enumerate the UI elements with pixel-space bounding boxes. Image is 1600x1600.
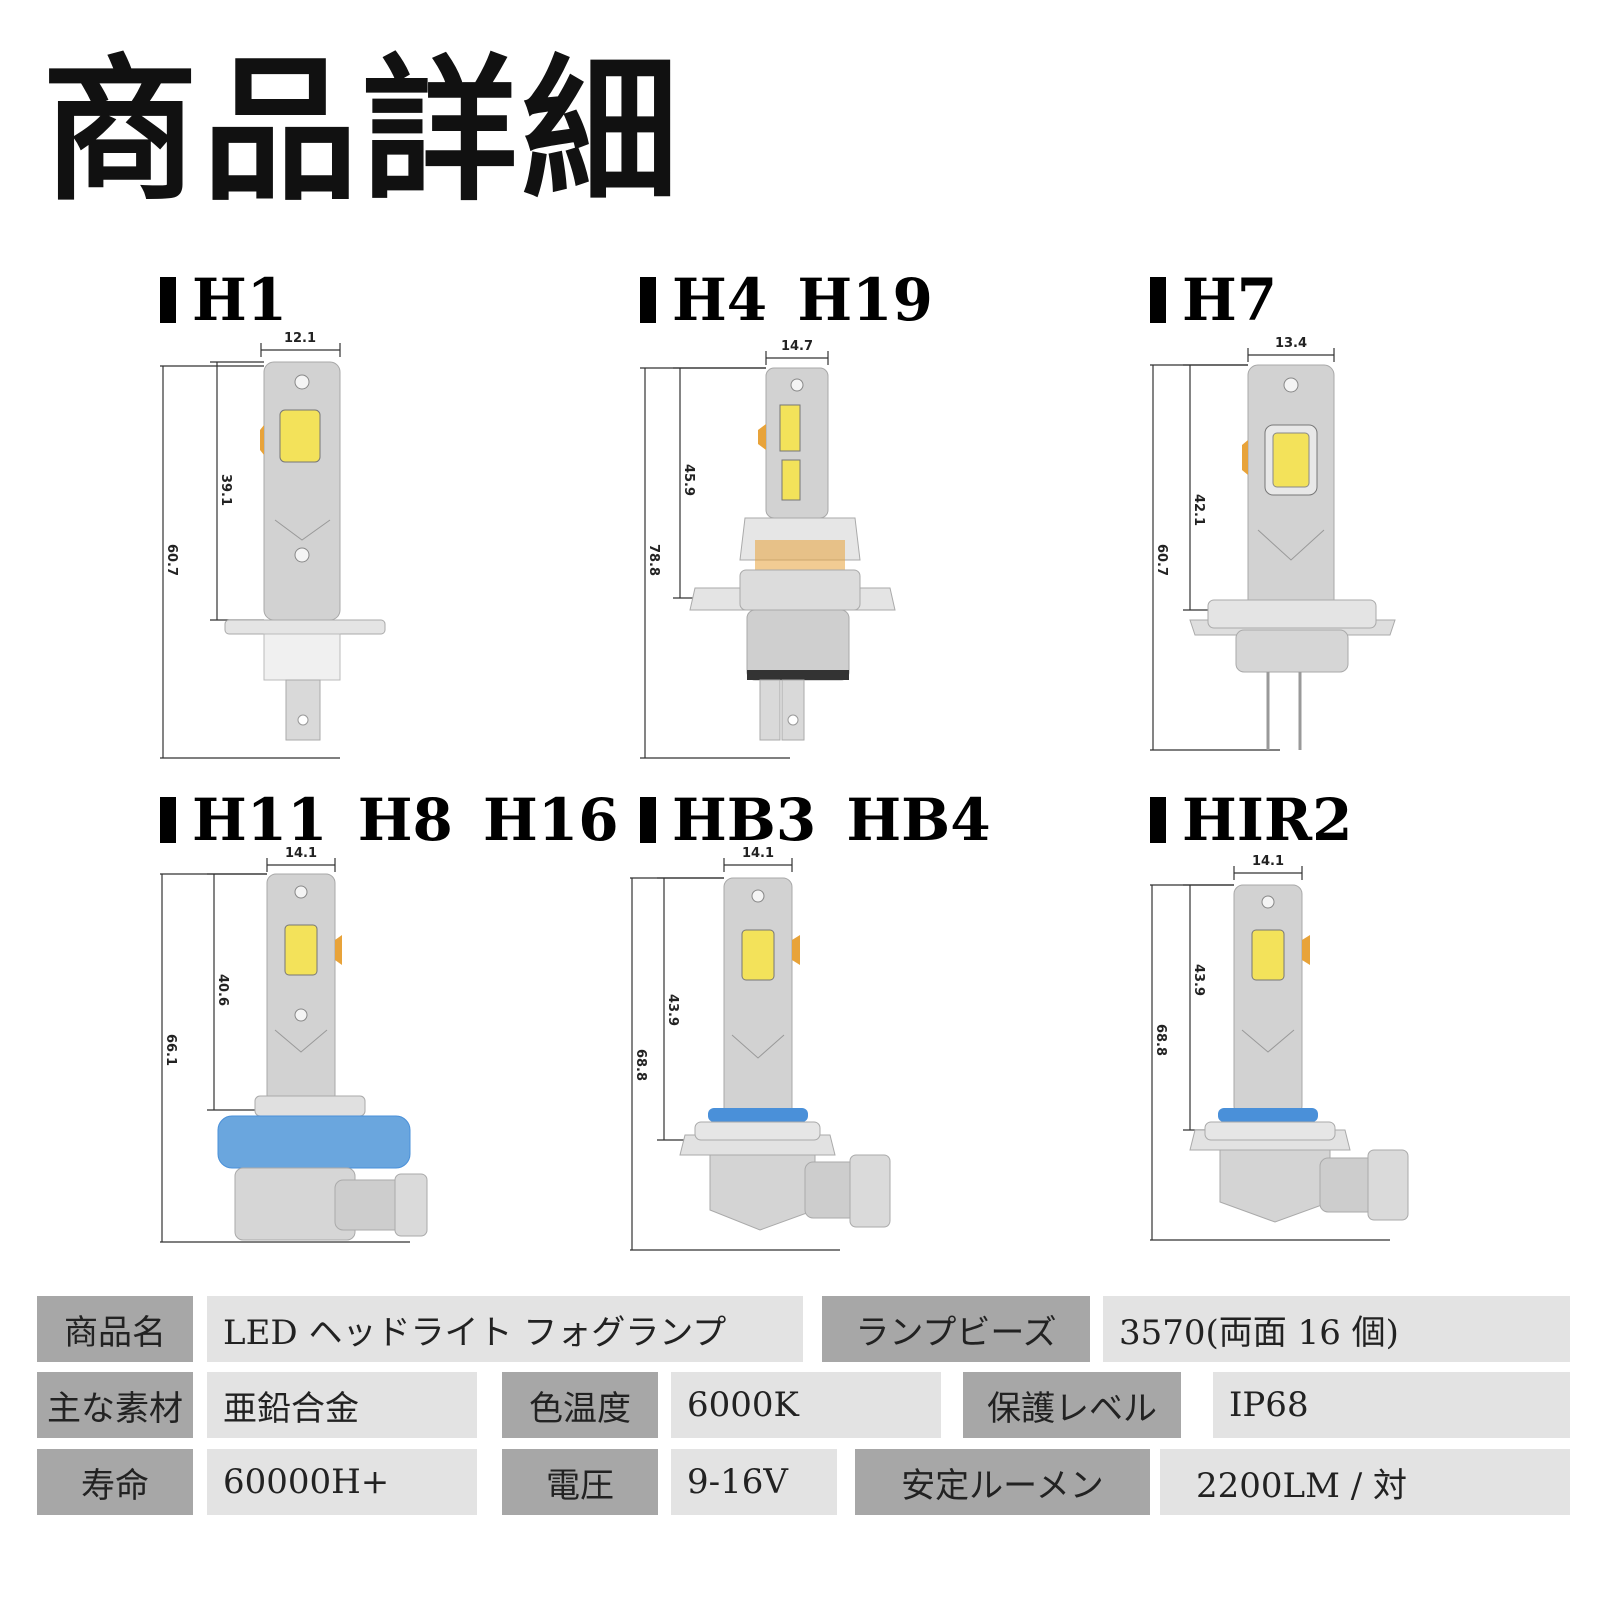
heading-bar xyxy=(640,277,656,323)
variant-name: H1 xyxy=(192,266,288,334)
inner-length-dimension: 42.1 xyxy=(1191,494,1206,526)
inner-length-dimension: 40.6 xyxy=(215,974,230,1006)
spec-value-material: 亜鉛合金 xyxy=(207,1372,477,1438)
spec-label-color-temp: 色温度 xyxy=(502,1372,658,1438)
bulb-image xyxy=(689,367,896,741)
width-dimension: 14.1 xyxy=(1252,854,1284,869)
bulb-diagram: 14.1 40.6 66.1 xyxy=(160,846,428,1243)
variant-h4-h19: H4 H19 14.7 45.9 78.8 xyxy=(640,266,980,770)
inner-length-dimension: 45.9 xyxy=(681,464,696,496)
bulb-diagram: 12.1 39.1 60.7 xyxy=(160,331,386,759)
variant-h1: H1 12.1 39.1 60.7 xyxy=(160,266,490,770)
variant-name: H11 H8 H16 xyxy=(192,786,619,854)
bulb-image xyxy=(217,873,428,1241)
bulb-diagram: 13.4 42.1 60.7 xyxy=(1150,336,1396,751)
spec-label-lumen: 安定ルーメン xyxy=(855,1449,1150,1515)
variant-heading: H4 H19 xyxy=(640,266,933,334)
bulb-diagram: 14.7 45.9 78.8 xyxy=(640,339,896,759)
spec-value-voltage: 9-16V xyxy=(671,1449,837,1515)
total-length-dimension: 68.8 xyxy=(1153,1024,1168,1056)
spec-label-lifespan: 寿命 xyxy=(37,1449,193,1515)
bulb-diagram: 14.1 43.9 68.8 xyxy=(630,846,891,1251)
total-length-dimension: 60.7 xyxy=(1154,544,1169,576)
heading-bar xyxy=(1150,797,1166,843)
page-title: 商品詳細 xyxy=(42,40,682,222)
bulb-image xyxy=(224,361,386,741)
variant-name: H4 H19 xyxy=(672,266,933,334)
spec-value-lumen: 2200LM / 対 xyxy=(1160,1449,1570,1515)
spec-value-lifespan: 60000H+ xyxy=(207,1449,477,1515)
inner-length-dimension: 39.1 xyxy=(218,474,233,506)
spec-label-material: 主な素材 xyxy=(37,1372,193,1438)
variant-heading: HB3 HB4 xyxy=(640,786,991,854)
width-dimension: 12.1 xyxy=(284,331,316,346)
variant-heading: H1 xyxy=(160,266,287,334)
variant-name: H7 xyxy=(1182,266,1278,334)
heading-bar xyxy=(160,797,176,843)
inner-length-dimension: 43.9 xyxy=(1191,964,1206,996)
spec-label-lamp-beads: ランプビーズ xyxy=(822,1296,1090,1362)
total-length-dimension: 60.7 xyxy=(164,544,179,576)
bulb-diagram: 14.1 43.9 68.8 xyxy=(1150,854,1409,1241)
width-dimension: 14.7 xyxy=(781,339,813,354)
total-length-dimension: 68.8 xyxy=(633,1049,648,1081)
spec-label-voltage: 電圧 xyxy=(502,1449,658,1515)
width-dimension: 13.4 xyxy=(1275,336,1307,351)
bulb-image xyxy=(1189,364,1396,750)
spec-value-color-temp: 6000K xyxy=(671,1372,941,1438)
bulb-image xyxy=(679,877,891,1231)
heading-bar xyxy=(640,797,656,843)
variant-heading: H11 H8 H16 xyxy=(160,786,619,854)
heading-bar xyxy=(160,277,176,323)
variant-h7: H7 13.4 42.1 60.7 xyxy=(1150,266,1440,770)
total-length-dimension: 66.1 xyxy=(163,1034,178,1066)
bulb-image xyxy=(1189,884,1409,1223)
spec-value-lamp-beads: 3570(両面 16 個) xyxy=(1103,1296,1570,1362)
spec-label-product-name: 商品名 xyxy=(37,1296,193,1362)
spec-label-protection: 保護レベル xyxy=(963,1372,1181,1438)
variant-hb3-hb4: HB3 HB4 14.1 43.9 68.8 xyxy=(630,786,991,1260)
width-dimension: 14.1 xyxy=(285,846,317,861)
heading-bar xyxy=(1150,277,1166,323)
width-dimension: 14.1 xyxy=(742,846,774,861)
variant-heading: HIR2 xyxy=(1150,786,1353,854)
variant-h11-h8-h16: H11 H8 H16 14.1 40.6 66.1 xyxy=(160,786,619,1260)
variant-heading: H7 xyxy=(1150,266,1277,334)
inner-length-dimension: 43.9 xyxy=(665,994,680,1026)
total-length-dimension: 78.8 xyxy=(646,544,661,576)
variant-hir2: HIR2 14.1 43.9 68.8 xyxy=(1150,786,1470,1260)
variant-name: HB3 HB4 xyxy=(672,786,991,854)
variant-name: HIR2 xyxy=(1182,786,1353,854)
spec-value-product-name: LED ヘッドライト フォグランプ xyxy=(207,1296,803,1362)
spec-value-protection: IP68 xyxy=(1213,1372,1570,1438)
